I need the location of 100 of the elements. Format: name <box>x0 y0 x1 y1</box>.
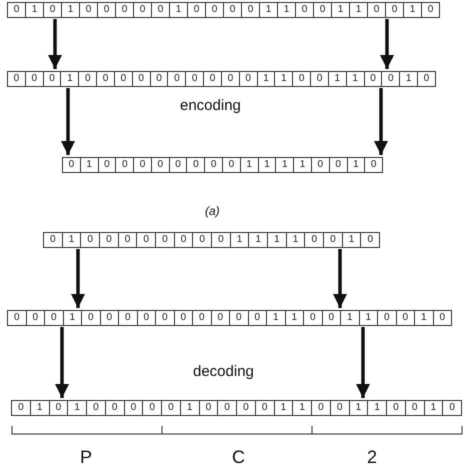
bit-value: 0 <box>174 310 193 326</box>
bit-value: 0 <box>421 2 440 18</box>
bit-value: 0 <box>220 71 240 87</box>
bit-value: 1 <box>342 232 362 248</box>
arrow <box>333 249 347 308</box>
bit-value: 0 <box>115 2 134 18</box>
bit-value: 0 <box>322 310 341 326</box>
bit-value: 0 <box>229 310 248 326</box>
bit-value: 0 <box>310 157 330 173</box>
bit-value: 0 <box>142 400 162 416</box>
bit-value: 0 <box>323 232 343 248</box>
bit-value: 0 <box>118 232 138 248</box>
bit-value: 1 <box>266 310 286 326</box>
bit-value: 0 <box>192 310 212 326</box>
bit-value: 1 <box>399 71 418 87</box>
bit-value: 0 <box>100 310 119 326</box>
bit-value: 0 <box>97 2 116 18</box>
bit-value: 0 <box>295 2 314 18</box>
bit-value: 0 <box>222 157 241 173</box>
process-label: encoding <box>180 97 241 114</box>
arrow <box>380 19 394 69</box>
bit-value: 0 <box>204 157 224 173</box>
bit-value: 1 <box>328 71 347 87</box>
bit-value: 1 <box>286 232 306 248</box>
figure-label: (a) <box>205 204 220 218</box>
bit-value: 0 <box>174 232 194 248</box>
bit-value: 0 <box>328 157 348 173</box>
bit-value: 0 <box>150 157 170 173</box>
bit-value: 1 <box>358 310 378 326</box>
bit-value: 1 <box>248 232 268 248</box>
bit-value: 0 <box>203 71 222 87</box>
bit-value: 1 <box>62 232 82 248</box>
bit-value: 0 <box>80 232 100 248</box>
bit-value: 0 <box>186 157 206 173</box>
bit-value: 0 <box>367 2 386 18</box>
bit-value: 0 <box>210 310 230 326</box>
bit-value: 0 <box>236 400 256 416</box>
arrow <box>61 88 75 155</box>
bit-value: 0 <box>24 71 44 87</box>
bit-value: 1 <box>267 232 287 248</box>
bit-value: 1 <box>414 310 434 326</box>
bit-value: 0 <box>192 232 212 248</box>
arrow <box>55 327 69 398</box>
bit-value: 0 <box>211 232 231 248</box>
bit-value: 0 <box>217 400 237 416</box>
bit-value: 0 <box>155 310 174 326</box>
bit-value: 0 <box>303 310 322 326</box>
bit-value: 0 <box>377 310 396 326</box>
bit-value: 0 <box>381 71 400 87</box>
arrow <box>71 249 85 308</box>
bit-value: 0 <box>7 71 26 87</box>
segment-label: P <box>80 447 92 468</box>
bit-value: 0 <box>115 157 134 173</box>
bit-value: 0 <box>313 2 332 18</box>
bit-value: 1 <box>403 2 422 18</box>
bit-value: 1 <box>180 400 200 416</box>
bit-value: 0 <box>304 232 324 248</box>
bit-value: 0 <box>396 310 415 326</box>
bit-value: 0 <box>136 310 156 326</box>
bit-value: 0 <box>442 400 462 416</box>
bit-value: 1 <box>275 157 294 173</box>
bit-value: 0 <box>404 400 424 416</box>
bit-value: 1 <box>293 157 312 173</box>
bit-value: 0 <box>330 400 350 416</box>
bit-value: 0 <box>151 2 170 18</box>
bit-value: 0 <box>81 310 100 326</box>
bit-value: 0 <box>96 71 115 87</box>
bit-value: 0 <box>79 2 98 18</box>
bit-value: 1 <box>80 157 99 173</box>
bit-value: 0 <box>360 232 380 248</box>
bit-value: 0 <box>104 400 124 416</box>
bit-value: 1 <box>292 400 312 416</box>
bit-value: 0 <box>254 400 274 416</box>
bit-value: 1 <box>25 2 44 18</box>
bit-value: 0 <box>11 400 31 416</box>
bit-value: 0 <box>43 2 62 18</box>
process-label: decoding <box>193 363 254 380</box>
bit-value: 0 <box>99 232 119 248</box>
bit-value: 1 <box>274 400 294 416</box>
bit-value: 1 <box>240 157 259 173</box>
bit-value: 0 <box>133 157 152 173</box>
bit-value: 1 <box>230 232 250 248</box>
bit-value: 0 <box>238 71 258 87</box>
bit-value: 0 <box>114 71 133 87</box>
bit-value: 1 <box>277 2 296 18</box>
bit-value: 0 <box>136 232 156 248</box>
bit-value: 0 <box>132 71 151 87</box>
bit-value: 1 <box>169 2 188 18</box>
bit-value: 0 <box>43 232 63 248</box>
bit-value: 0 <box>86 400 106 416</box>
bit-value: 1 <box>259 2 278 18</box>
bit-value: 1 <box>348 400 368 416</box>
arrow <box>374 88 388 155</box>
bit-value: 1 <box>284 310 304 326</box>
segment-label: 2 <box>367 447 378 468</box>
arrow <box>48 19 62 69</box>
bit-value: 0 <box>133 2 152 18</box>
bit-value: 0 <box>386 400 406 416</box>
bit-value: 0 <box>432 310 452 326</box>
bit-value: 1 <box>346 71 365 87</box>
